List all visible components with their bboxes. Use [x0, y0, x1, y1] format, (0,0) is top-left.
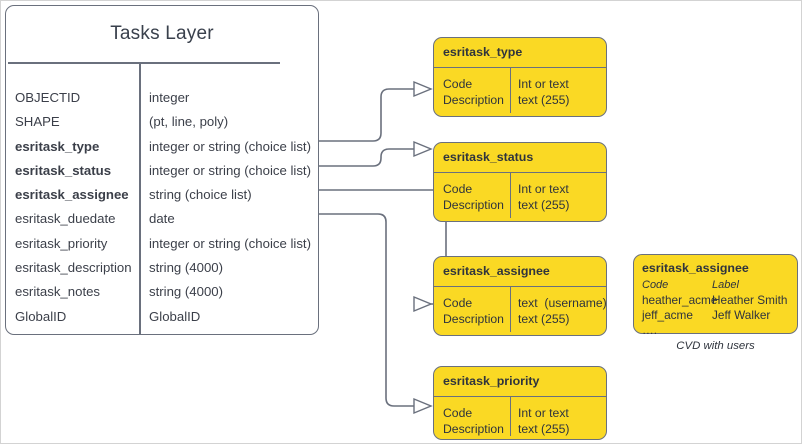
field-name: OBJECTID — [15, 90, 81, 105]
cvd-box-assignee: esritask_assignee Code heather_acme jeff… — [633, 254, 798, 337]
field-name: SHAPE — [15, 114, 60, 130]
domain-fields: Code Description — [443, 77, 504, 107]
domain-title-divider — [434, 67, 606, 69]
cvd-code-column: Code heather_acme jeff_acme …. — [642, 278, 717, 338]
domain-fields: Code Description — [443, 182, 504, 212]
field-name: GlobalID — [15, 308, 67, 324]
field-type: GlobalID — [149, 308, 201, 324]
domain-types: Int or text text (255) — [518, 77, 570, 107]
cvd-code-header: Code — [642, 279, 669, 291]
cvd-label-header: Label — [712, 279, 739, 291]
domain-box-esritask-priority: esritask_priority Code Description Int o… — [433, 366, 607, 440]
field-name: esritask_notes — [15, 284, 101, 300]
entity-column-divider — [139, 64, 141, 334]
field-type: string (4000) — [149, 260, 224, 276]
table-row: esritask_status integer or string (choic… — [6, 163, 318, 187]
field-type: integer or string (choice list) — [149, 138, 311, 154]
domain-title-divider — [434, 286, 606, 288]
field-type: integer or string (choice list) — [149, 235, 311, 251]
table-row: esritask_notes string (4000) — [6, 284, 318, 308]
domain-column-divider — [510, 286, 512, 332]
field-type: integer or string (choice list) — [149, 162, 311, 178]
entity-title: Tasks Layer — [110, 23, 214, 44]
field-type: (pt, line, poly) — [149, 114, 229, 130]
field-type: string (4000) — [149, 284, 224, 300]
domain-types: Int or text text (255) — [518, 182, 570, 212]
arrowhead-status — [413, 140, 433, 158]
connector-priority — [319, 213, 414, 407]
table-row: esritask_priority integer or string (cho… — [6, 236, 318, 260]
table-row: OBJECTID integer — [6, 90, 318, 114]
table-row: esritask_description string (4000) — [6, 260, 318, 284]
domain-box-esritask-status: esritask_status Code Description Int or … — [433, 142, 607, 222]
domain-fields: Code Description — [443, 406, 504, 436]
domain-title: esritask_type — [443, 45, 523, 59]
connector-type — [319, 88, 414, 142]
arrowhead-type — [413, 80, 433, 98]
domain-types: Int or text text (255) — [518, 406, 570, 436]
domain-box-esritask-type: esritask_type Code Description Int or te… — [433, 37, 607, 117]
field-name: esritask_assignee — [15, 187, 129, 203]
domain-title: esritask_priority — [443, 374, 540, 388]
field-name: esritask_description — [15, 260, 132, 276]
table-row: GlobalID GlobalID — [6, 309, 318, 333]
cvd-caption: CVD with users — [676, 340, 755, 352]
field-type: string (choice list) — [149, 187, 252, 203]
domain-fields: Code Description — [443, 296, 504, 326]
domain-title: esritask_assignee — [443, 264, 550, 278]
arrowhead-assignee — [413, 295, 433, 313]
table-row: SHAPE (pt, line, poly) — [6, 114, 318, 138]
domain-types: text (username) text (255) — [518, 296, 607, 326]
domain-column-divider — [510, 396, 512, 436]
table-row: esritask_type integer or string (choice … — [6, 139, 318, 163]
entity-title-divider — [8, 62, 280, 64]
cvd-title: esritask_assignee — [642, 261, 749, 275]
table-row: esritask_assignee string (choice list) — [6, 187, 318, 211]
field-name: esritask_type — [15, 138, 100, 154]
domain-title: esritask_status — [443, 150, 534, 164]
entity-field-rows: OBJECTID integer SHAPE (pt, line, poly) … — [6, 90, 318, 333]
domain-column-divider — [510, 172, 512, 218]
cvd-code-values: heather_acme jeff_acme …. — [642, 293, 718, 337]
arrowhead-priority — [413, 397, 433, 415]
domain-title-divider — [434, 172, 606, 174]
field-name: esritask_duedate — [15, 211, 116, 227]
table-row: esritask_duedate date — [6, 211, 318, 235]
cvd-label-values: Heather Smith Jeff Walker — [712, 293, 788, 322]
domain-box-esritask-assignee: esritask_assignee Code Description text … — [433, 256, 607, 336]
cvd-label-column: Label Heather Smith Jeff Walker — [712, 278, 787, 323]
field-type: integer — [149, 90, 190, 105]
connector-status — [319, 148, 414, 167]
field-name: esritask_priority — [15, 235, 108, 251]
entity-tasks-layer: Tasks Layer OBJECTID integer SHAPE (pt, … — [5, 5, 319, 335]
field-name: esritask_status — [15, 162, 112, 178]
field-type: date — [149, 211, 175, 227]
domain-title-divider — [434, 396, 606, 398]
domain-column-divider — [510, 67, 512, 113]
